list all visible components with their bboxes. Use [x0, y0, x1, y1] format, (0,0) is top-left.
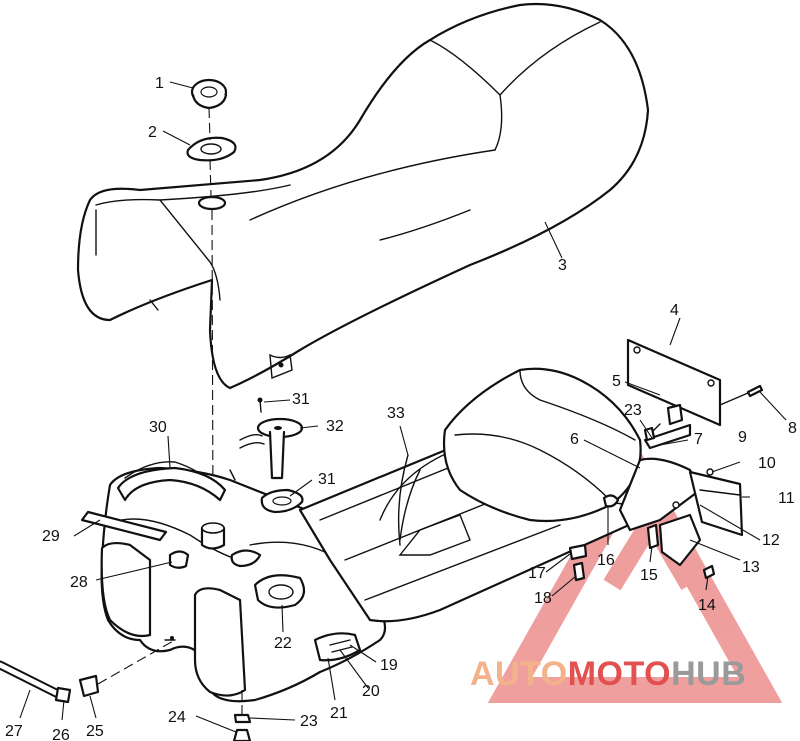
callout-4: 4 — [670, 302, 679, 319]
watermark-hub: HUB — [671, 655, 747, 693]
callout-3: 3 — [558, 257, 567, 274]
callout-7: 7 — [694, 431, 703, 448]
callout-9: 9 — [738, 429, 747, 446]
clip-17 — [568, 543, 588, 561]
watermark-logo: AUTOMOTOHUB — [470, 655, 746, 694]
callout-5: 5 — [612, 373, 621, 390]
callout-23-drain: 23 — [300, 713, 318, 730]
callout-1: 1 — [155, 75, 164, 92]
fuel-gauge-sender — [239, 417, 304, 480]
gas-cap — [190, 78, 228, 110]
leader-lines — [19, 81, 787, 733]
callout-33: 33 — [387, 405, 405, 422]
tank-fitting — [168, 550, 190, 569]
nut-16 — [602, 494, 620, 508]
watermark-auto: AUTO — [470, 655, 568, 693]
fuel-filter-25 — [78, 674, 100, 698]
seat-cap-hole — [197, 195, 227, 211]
tank-cover — [116, 466, 227, 502]
callout-11: 11 — [778, 490, 795, 507]
callout-23-bracket: 23 — [624, 402, 642, 419]
callout-labels: 1 2 3 4 5 6 7 8 9 10 11 12 13 14 15 16 1… — [5, 75, 797, 741]
bolt-15 — [646, 523, 660, 550]
bracket-clip — [666, 403, 684, 426]
callout-8: 8 — [788, 420, 797, 437]
callout-30: 30 — [149, 419, 167, 436]
callout-15: 15 — [640, 567, 658, 584]
callout-22: 22 — [274, 635, 292, 652]
screw-8 — [746, 384, 764, 398]
callout-27: 27 — [5, 723, 23, 740]
callout-17: 17 — [528, 565, 546, 582]
callout-16: 16 — [597, 552, 615, 569]
callout-14: 14 — [698, 597, 716, 614]
seat — [76, 2, 650, 390]
callout-28: 28 — [70, 574, 88, 591]
rear-bracket — [618, 457, 744, 567]
callout-32: 32 — [326, 418, 344, 435]
callout-24: 24 — [168, 709, 186, 726]
cap-gasket — [186, 136, 237, 162]
callout-19: 19 — [380, 657, 398, 674]
vent-tube — [80, 510, 168, 542]
callout-13: 13 — [742, 559, 760, 576]
callout-12: 12 — [762, 532, 780, 549]
callout-25: 25 — [86, 723, 104, 740]
drain-plug-24 — [232, 728, 252, 741]
license-plate — [626, 338, 722, 427]
callout-21: 21 — [330, 705, 348, 722]
washer-23 — [233, 713, 252, 724]
callout-29: 29 — [42, 528, 60, 545]
bolt-18 — [572, 561, 586, 582]
callout-10: 10 — [758, 455, 776, 472]
callout-31-top: 31 — [292, 391, 310, 408]
hose-clamp-26 — [54, 686, 72, 704]
callout-31-gasket: 31 — [318, 471, 336, 488]
callout-26: 26 — [52, 727, 70, 741]
tail-lamp-bar — [643, 423, 692, 450]
callout-6: 6 — [570, 431, 579, 448]
watermark-moto: MOTO — [567, 655, 672, 693]
screw-14 — [702, 564, 716, 580]
callout-20: 20 — [362, 683, 380, 700]
callout-2: 2 — [148, 124, 157, 141]
callout-18: 18 — [534, 590, 552, 607]
